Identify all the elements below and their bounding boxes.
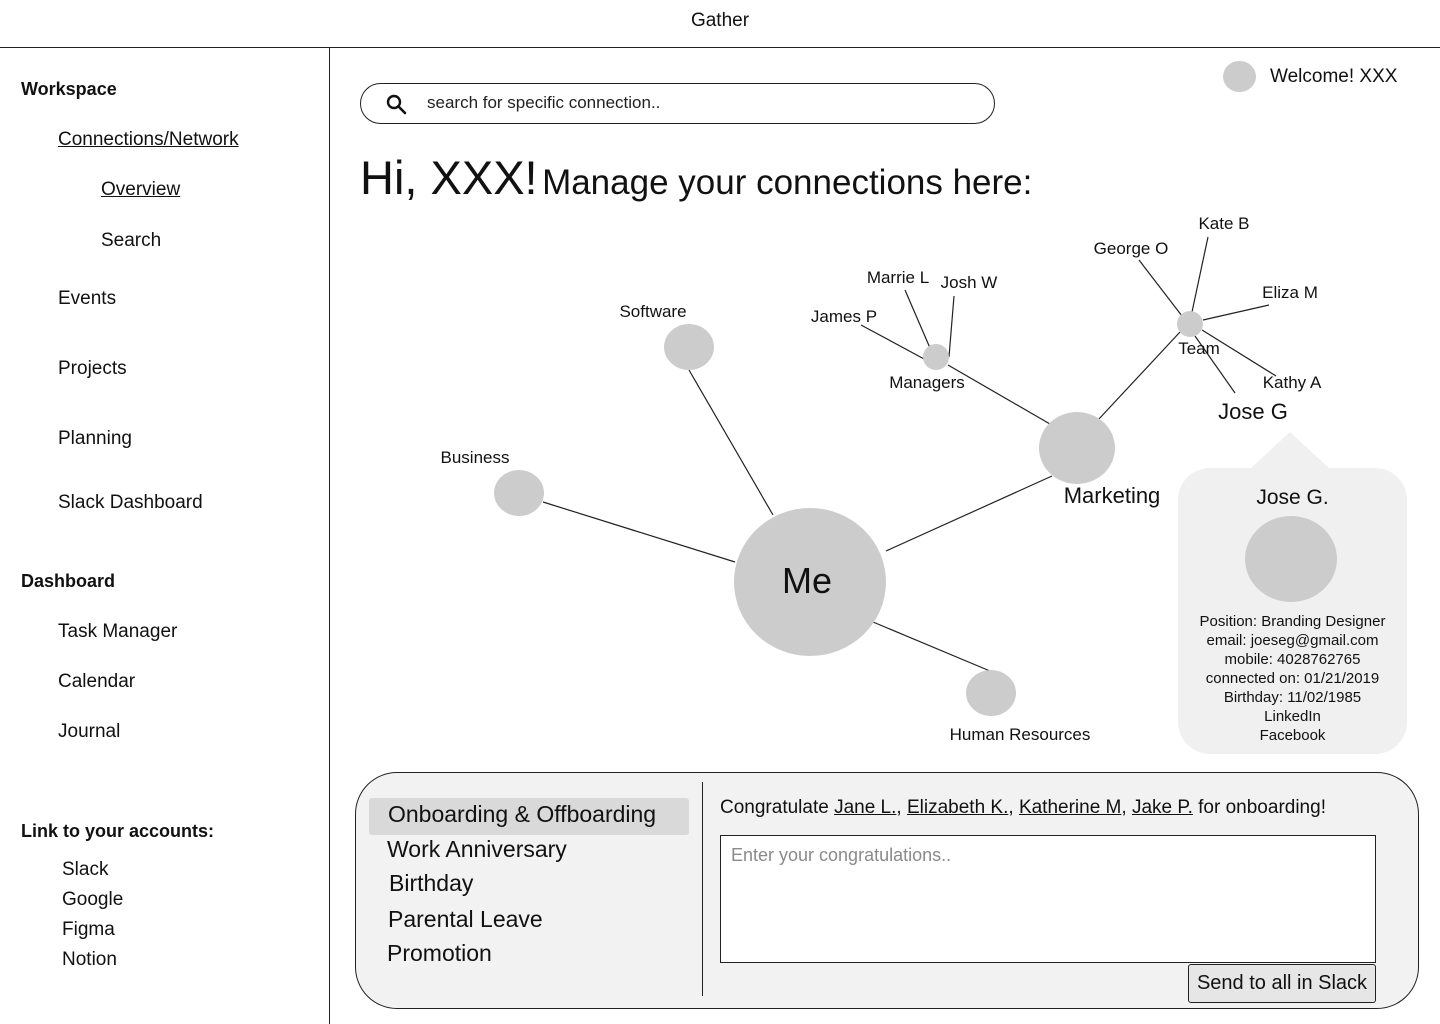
person-link-jake[interactable]: Jake P. bbox=[1131, 797, 1193, 818]
profile-card-pointer bbox=[1250, 432, 1330, 469]
accounts-heading: Link to your accounts: bbox=[21, 821, 215, 841]
profile-connected-on: connected on: 01/21/2019 bbox=[1205, 670, 1380, 687]
sidebar-item-calendar[interactable]: Calendar bbox=[58, 671, 136, 692]
profile-position: Position: Branding Designer bbox=[1199, 613, 1386, 630]
greeting-subtitle: Manage your connections here: bbox=[542, 163, 1033, 202]
sidebar-item-events[interactable]: Events bbox=[58, 288, 117, 309]
node-me[interactable] bbox=[734, 508, 886, 656]
tab-work-anniversary[interactable]: Work Anniversary bbox=[387, 836, 567, 862]
node-human-resources[interactable] bbox=[966, 670, 1016, 716]
person-link-elizabeth[interactable]: Elizabeth K. bbox=[906, 797, 1009, 818]
profile-linkedin-link[interactable]: LinkedIn bbox=[1264, 708, 1321, 725]
sidebar-item-slack-dashboard[interactable]: Slack Dashboard bbox=[58, 492, 203, 513]
search-input[interactable]: search for specific connection.. bbox=[360, 83, 995, 124]
congrats-suffix: for onboarding! bbox=[1198, 797, 1326, 818]
edge-managers-josh bbox=[948, 295, 955, 358]
welcome-text: Welcome! XXX bbox=[1270, 66, 1398, 87]
sidebar-item-task-manager[interactable]: Task Manager bbox=[58, 621, 178, 642]
profile-facebook-link[interactable]: Facebook bbox=[1259, 727, 1326, 744]
edge-managers-marrie bbox=[904, 289, 931, 349]
search-placeholder: search for specific connection.. bbox=[427, 93, 661, 112]
sidebar-item-projects[interactable]: Projects bbox=[58, 358, 127, 379]
profile-details: Position: Branding Designer email: joese… bbox=[1178, 612, 1407, 745]
avatar[interactable] bbox=[1223, 61, 1256, 92]
panel-divider bbox=[702, 782, 703, 996]
page-title: Hi, XXX! Manage your connections here: bbox=[360, 150, 1032, 205]
node-business[interactable] bbox=[494, 470, 544, 516]
label-business: Business bbox=[441, 448, 510, 467]
edge-team-george bbox=[1138, 259, 1183, 317]
label-software: Software bbox=[619, 302, 686, 321]
account-link-google[interactable]: Google bbox=[62, 889, 124, 910]
label-team: Team bbox=[1178, 339, 1220, 358]
edge-team-eliza bbox=[1202, 304, 1270, 321]
tab-onboarding-offboarding[interactable]: Onboarding & Offboarding bbox=[369, 798, 689, 835]
edge-managers-james bbox=[860, 324, 927, 361]
account-link-notion[interactable]: Notion bbox=[62, 949, 117, 970]
node-marketing[interactable] bbox=[1039, 412, 1115, 484]
graph-edges bbox=[542, 236, 1277, 672]
app-title: Gather bbox=[690, 10, 750, 31]
label-marketing: Marketing bbox=[1064, 483, 1161, 508]
edge-marketing-team bbox=[1097, 331, 1181, 421]
congrats-line: Congratulate Jane L., Elizabeth K., Kath… bbox=[720, 797, 1326, 818]
edge-team-kathy bbox=[1201, 329, 1277, 377]
top-bar: Gather bbox=[0, 0, 1440, 48]
label-kathy-a: Kathy A bbox=[1263, 373, 1322, 392]
person-link-katherine[interactable]: Katherine M bbox=[1018, 797, 1122, 818]
graph-nodes bbox=[494, 311, 1203, 716]
sidebar: Workspace Connections/Network Overview S… bbox=[0, 48, 330, 1024]
label-jose-g[interactable]: Jose G bbox=[1218, 399, 1288, 424]
edge-me-software bbox=[688, 369, 774, 516]
edge-team-kate bbox=[1191, 236, 1209, 313]
sidebar-item-search[interactable]: Search bbox=[101, 230, 162, 251]
label-josh-w: Josh W bbox=[941, 273, 998, 292]
person-link-jane[interactable]: Jane L. bbox=[834, 797, 897, 818]
profile-card: Jose G. Position: Branding Designer emai… bbox=[1178, 468, 1407, 754]
tab-birthday[interactable]: Birthday bbox=[389, 870, 474, 896]
sidebar-item-overview[interactable]: Overview bbox=[101, 179, 181, 200]
edge-me-business bbox=[542, 501, 736, 563]
send-to-slack-button[interactable]: Send to all in Slack bbox=[1188, 964, 1376, 1003]
congratulations-input[interactable] bbox=[720, 835, 1376, 963]
greeting-hi: Hi, XXX! bbox=[360, 151, 538, 204]
edge-marketing-managers bbox=[947, 364, 1051, 425]
label-managers: Managers bbox=[889, 373, 965, 392]
edge-me-marketing bbox=[885, 475, 1053, 552]
edge-me-hr bbox=[872, 621, 991, 672]
congrats-prefix: Congratulate bbox=[720, 797, 829, 818]
node-team[interactable] bbox=[1177, 311, 1203, 337]
edge-team-jose bbox=[1194, 335, 1236, 394]
workspace-heading: Workspace bbox=[21, 79, 117, 99]
label-kate-b: Kate B bbox=[1198, 214, 1249, 233]
node-software[interactable] bbox=[664, 324, 714, 370]
events-panel: Onboarding & Offboarding Work Anniversar… bbox=[355, 772, 1419, 1009]
profile-avatar bbox=[1245, 516, 1337, 602]
label-george-o: George O bbox=[1094, 239, 1169, 258]
account-link-slack[interactable]: Slack bbox=[62, 859, 109, 880]
label-human-resources: Human Resources bbox=[950, 725, 1091, 744]
sidebar-item-connections[interactable]: Connections/Network bbox=[58, 129, 239, 150]
profile-name: Jose G. bbox=[1256, 486, 1329, 509]
profile-email[interactable]: email: joeseg@gmail.com bbox=[1206, 632, 1379, 649]
search-icon bbox=[386, 94, 407, 115]
label-marrie-l: Marrie L bbox=[867, 268, 929, 287]
tab-promotion[interactable]: Promotion bbox=[387, 940, 492, 966]
sidebar-item-journal[interactable]: Journal bbox=[58, 721, 121, 742]
account-link-figma[interactable]: Figma bbox=[62, 919, 115, 940]
dashboard-heading: Dashboard bbox=[21, 571, 116, 591]
node-managers[interactable] bbox=[923, 344, 949, 370]
profile-birthday: Birthday: 11/02/1985 bbox=[1223, 689, 1362, 706]
node-me-label: Me bbox=[782, 560, 832, 601]
profile-mobile: mobile: 4028762765 bbox=[1224, 651, 1361, 668]
tab-parental-leave[interactable]: Parental Leave bbox=[388, 906, 543, 932]
sidebar-item-planning[interactable]: Planning bbox=[58, 428, 132, 449]
label-eliza-m: Eliza M bbox=[1262, 283, 1318, 302]
label-james-p: James P bbox=[811, 307, 877, 326]
